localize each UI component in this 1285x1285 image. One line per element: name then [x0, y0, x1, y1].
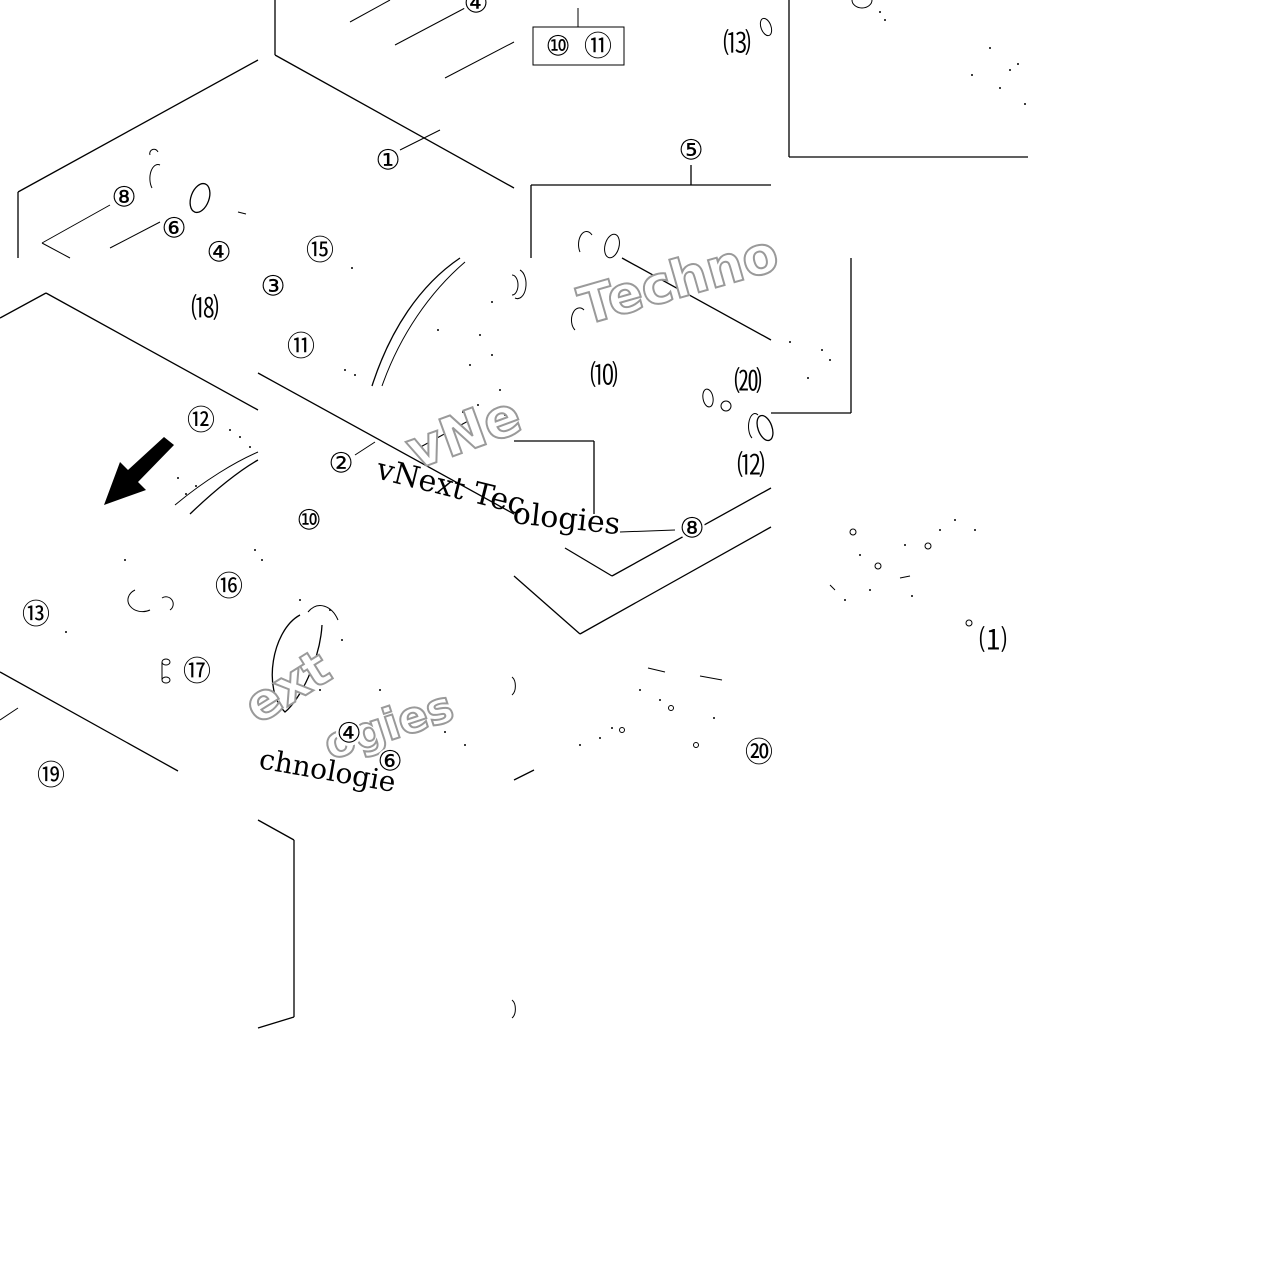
callout-number: ⑧: [679, 512, 705, 545]
callout-number: ⑫: [187, 404, 215, 437]
callout-number: ⒀: [723, 27, 751, 60]
assembly-line-work: [0, 0, 1028, 1029]
callout-label: ④: [206, 236, 231, 269]
callout-label: ⑮: [306, 234, 334, 267]
callout-background: [463, 0, 489, 16]
callout-background: [307, 237, 333, 263]
callout-number: ⑽: [590, 359, 618, 392]
callout-background: [192, 295, 218, 321]
callout-number: ②: [328, 447, 354, 480]
callout-background: [216, 573, 242, 599]
callout-background: [591, 362, 617, 388]
callout-background: [545, 33, 571, 59]
callout-number: ⑳: [745, 736, 773, 769]
dither-marks: [65, 11, 1026, 746]
callout-label: ⑩: [545, 30, 570, 63]
callout-number: ⑩: [296, 504, 322, 537]
callout-number: ⑥: [377, 745, 403, 778]
callout-background: [738, 452, 764, 478]
watermark-text: ologies: [511, 496, 622, 542]
callout-number: ⒇: [734, 365, 762, 398]
callout-label: ⑧: [679, 512, 704, 545]
callout-label: ⑫: [187, 404, 215, 437]
callout-label: ⑪: [287, 330, 315, 363]
callout-number: ⑧: [111, 181, 137, 214]
callout-background: [23, 601, 49, 627]
callout-number: ⑲: [37, 759, 65, 792]
callout-background: [375, 147, 401, 173]
callout-background: [735, 368, 761, 394]
watermark-text: vNe: [398, 383, 530, 482]
callout-number: ④: [463, 0, 489, 20]
callout-background: [184, 658, 210, 684]
callout-label: ⒅: [191, 292, 219, 325]
callout-label: ⒇: [734, 365, 762, 398]
callout-background: [336, 720, 362, 746]
callout-label: ⑰: [183, 655, 211, 688]
callout-number: ④: [206, 236, 232, 269]
callout-background: [161, 215, 187, 241]
watermark-text: Techno: [572, 223, 785, 337]
callout-background: [678, 137, 704, 163]
callout-number: ⑤: [678, 134, 704, 167]
callout-label: ⑤: [678, 134, 703, 167]
direction-arrow-icon: [104, 437, 174, 505]
callout-label: ⑿: [737, 449, 765, 482]
callout-label: ⑧: [111, 181, 136, 214]
callout-number: ⑩: [545, 30, 571, 63]
callout-number: ⑮: [306, 234, 334, 267]
callout-number: ⑯: [215, 570, 243, 603]
callout-label: ⑪: [584, 30, 612, 63]
callout-background: [980, 627, 1006, 653]
callout-background: [746, 739, 772, 765]
callout-label: ⑩: [296, 504, 321, 537]
callout-background: [585, 33, 611, 59]
callout-number: ⑬: [22, 598, 50, 631]
callout-background: [288, 333, 314, 359]
callout-label: ⑥: [377, 745, 402, 778]
callout-background: [328, 450, 354, 476]
callout-label: ⑽: [590, 359, 618, 392]
callout-number: ⒅: [191, 292, 219, 325]
callout-background: [679, 515, 705, 541]
callout-background: [260, 273, 286, 299]
callout-number: ③: [260, 270, 286, 303]
callout-label: ⑯: [215, 570, 243, 603]
callout-number: ⑰: [183, 655, 211, 688]
callout-number: ⑴: [979, 624, 1007, 657]
callout-number: ①: [375, 144, 401, 177]
callout-background: [724, 30, 750, 56]
callout-label: ②: [328, 447, 353, 480]
callout-number: ⑿: [737, 449, 765, 482]
callout-background: [377, 748, 403, 774]
callout-number: ⑪: [584, 30, 612, 63]
callout-label: ④: [336, 717, 361, 750]
callout-label: ⑥: [161, 212, 186, 245]
callout-background: [296, 507, 322, 533]
callout-label: ⑴: [979, 624, 1007, 657]
callout-label: ⑬: [22, 598, 50, 631]
callout-label: ④: [463, 0, 488, 20]
callout-label: ⑳: [745, 736, 773, 769]
callout-label: ⑲: [37, 759, 65, 792]
callout-background: [188, 407, 214, 433]
callout-number: ⑥: [161, 212, 187, 245]
callout-background: [206, 239, 232, 265]
callout-number: ④: [336, 717, 362, 750]
callout-label: ③: [260, 270, 285, 303]
callout-background: [111, 184, 137, 210]
callout-label: ⒀: [723, 27, 751, 60]
callout-number: ⑪: [287, 330, 315, 363]
callout-background: [38, 762, 64, 788]
callout-label: ①: [375, 144, 400, 177]
part-sketches: [127, 0, 973, 748]
